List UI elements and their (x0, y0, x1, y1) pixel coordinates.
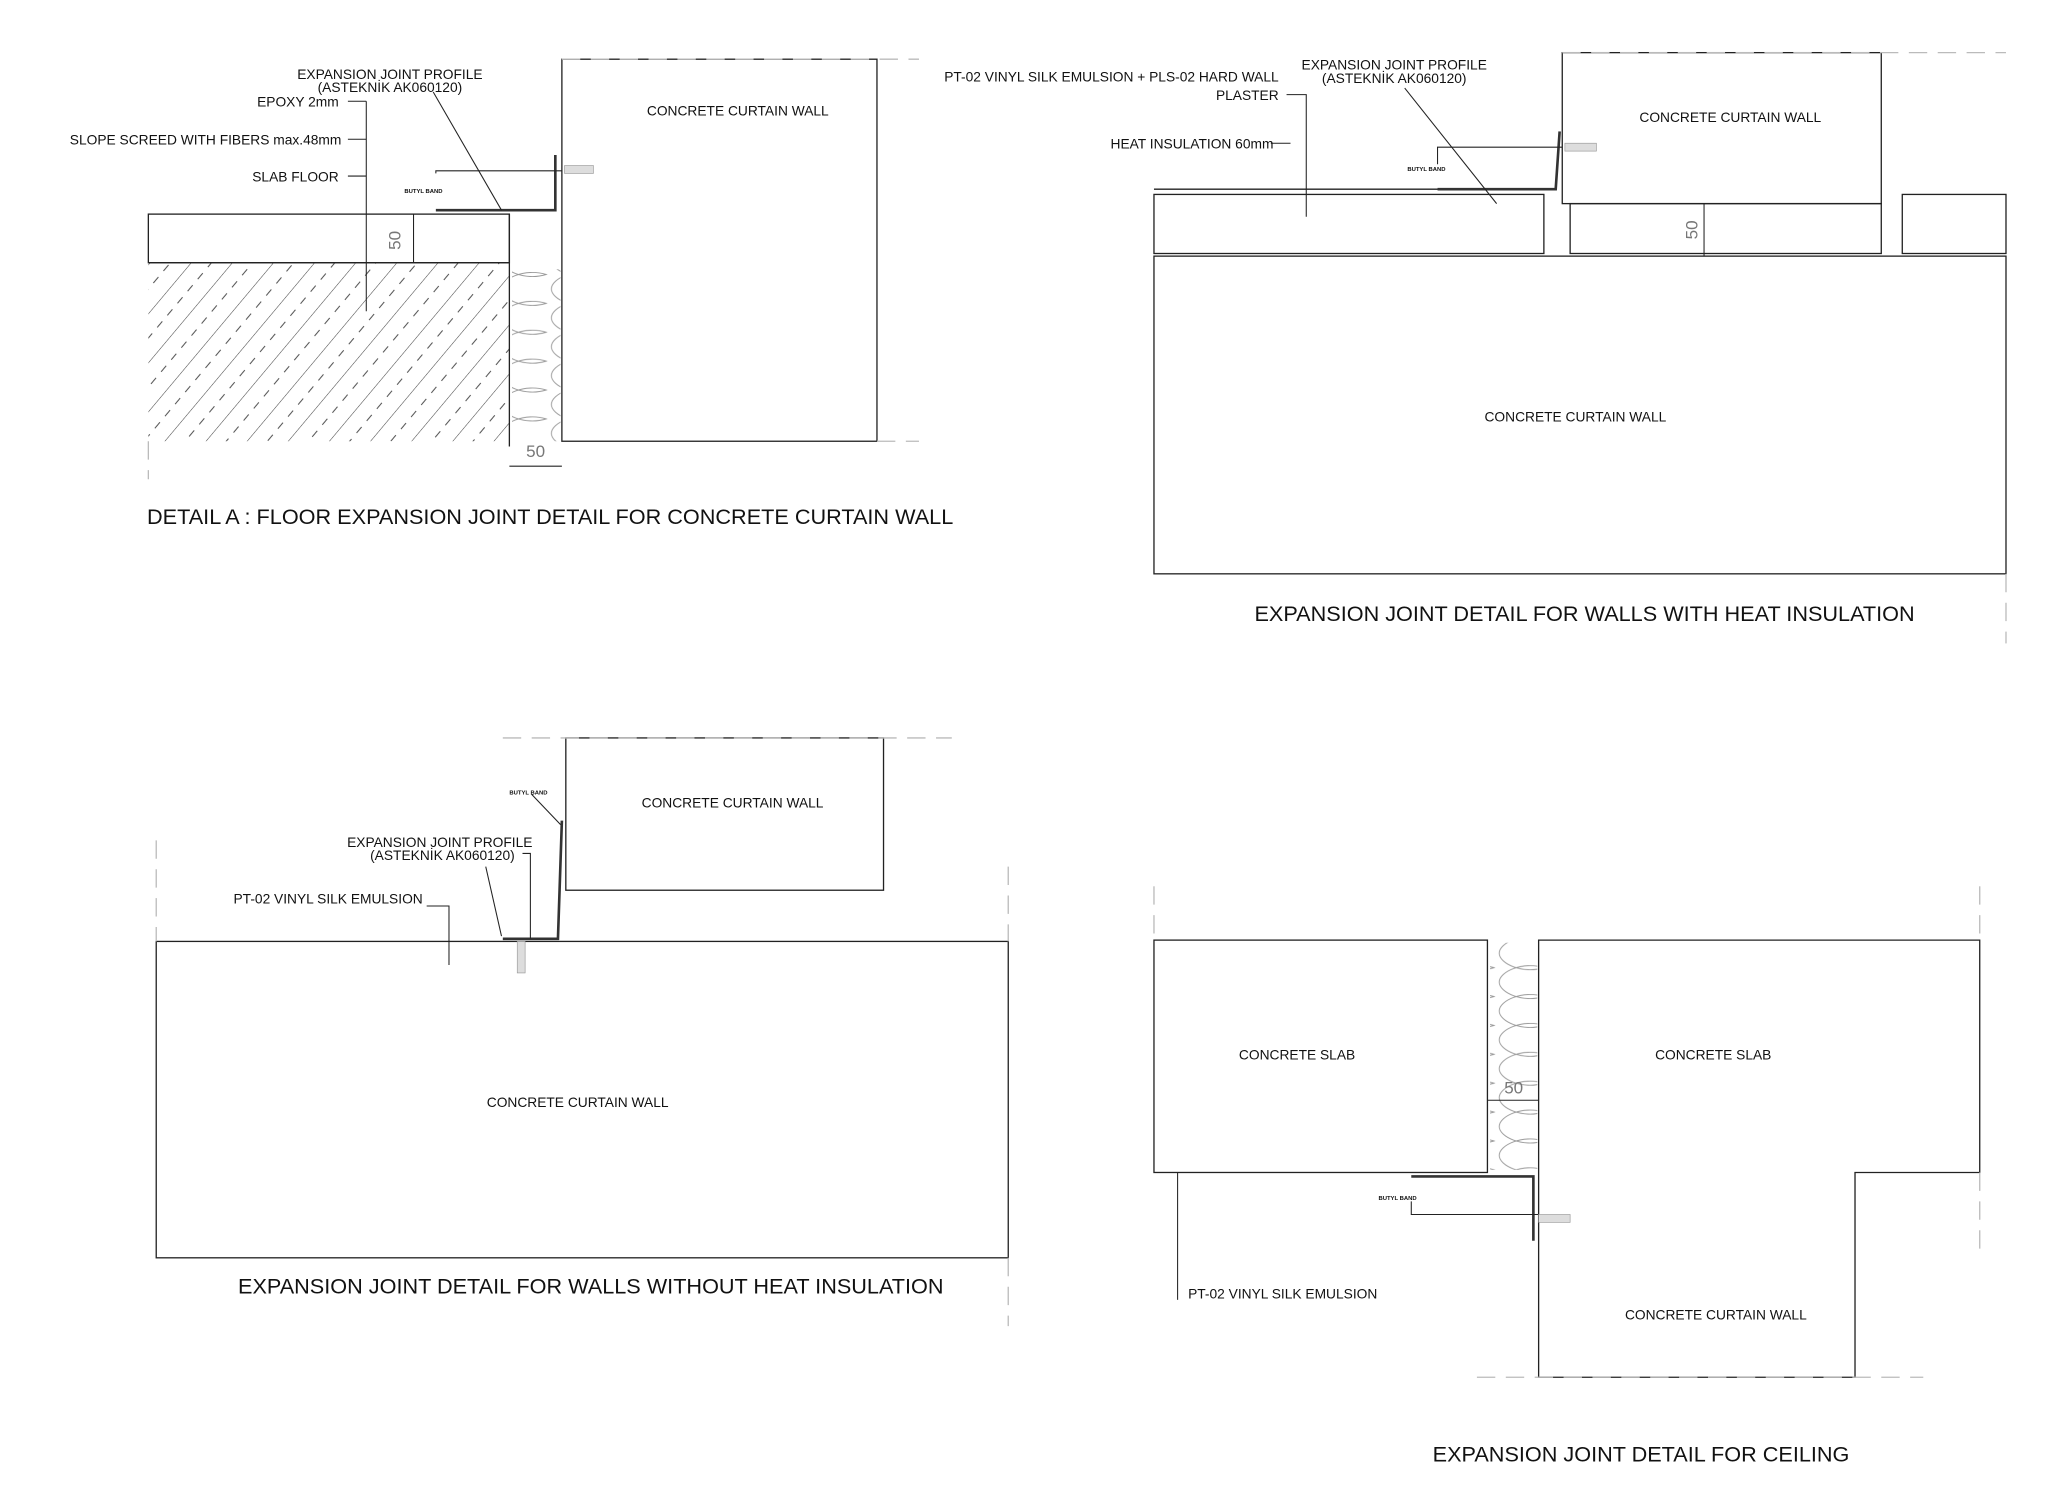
wall-label: CONCRETE CURTAIN WALL (1625, 1308, 1807, 1323)
detail-title: EXPANSION JOINT DETAIL FOR CEILING (1433, 1441, 1850, 1466)
slab-floor (148, 262, 510, 442)
concrete-wall-upper (565, 737, 885, 891)
concrete-wall-lower (155, 940, 1009, 1259)
concrete-slab-left (1153, 939, 1489, 1174)
detail-ceiling-joint: CONCRETE SLAB CONCRETE SLAB CONCRETE CUR… (1153, 886, 1981, 1466)
dimension-gap: 50 (526, 442, 545, 461)
wall-lower-label: CONCRETE CURTAIN WALL (487, 1095, 669, 1110)
finish-label: PT-02 VINYL SILK EMULSION (1188, 1287, 1377, 1302)
butyl-band-label: BUTYL BAND (1407, 167, 1445, 173)
heat-insulation-right (1901, 193, 2007, 255)
screed-label: SLOPE SCREED WITH FIBERS max.48mm (70, 133, 342, 148)
detail-a-floor-joint: EXPANSION JOINT PROFILE (ASTEKNİK AK0601… (70, 58, 953, 529)
detail-title: EXPANSION JOINT DETAIL FOR WALLS WITH HE… (1254, 601, 1914, 626)
slab-left-label: CONCRETE SLAB (1239, 1048, 1355, 1063)
epoxy-label: EPOXY 2mm (257, 94, 339, 109)
profile-code-label: (ASTEKNİK AK060120) (318, 78, 463, 95)
butyl-band-label: BUTYL BAND (1378, 1196, 1416, 1202)
anchor-icon (516, 941, 526, 974)
wall-upper-label: CONCRETE CURTAIN WALL (642, 796, 824, 811)
profile-label: EXPANSION JOINT PROFILE (297, 67, 482, 82)
dimension-screed: 50 (385, 231, 404, 250)
expansion-profile (435, 155, 557, 212)
anchor-icon (1538, 1214, 1571, 1223)
dimension-insulation: 50 (1682, 220, 1701, 239)
dimension-gap: 50 (1504, 1079, 1523, 1098)
wall-lower-label: CONCRETE CURTAIN WALL (1484, 410, 1666, 425)
expansion-profile (502, 820, 564, 941)
finish-label: PT-02 VINYL SILK EMULSION + PLS-02 HARD … (944, 70, 1279, 85)
detail-uninsulated-wall-joint: EXPANSION JOINT PROFILE (ASTEKNİK AK0601… (155, 737, 1009, 1327)
profile-code-label: (ASTEKNİK AK060120) (370, 846, 515, 863)
heat-insulation-left (1153, 193, 1545, 255)
finish-label-cont: PLASTER (1216, 88, 1279, 103)
concrete-wall-upper (1561, 51, 1882, 205)
anchor-icon (1564, 142, 1597, 152)
wall-label: CONCRETE CURTAIN WALL (647, 104, 829, 119)
slab-label: SLAB FLOOR (252, 169, 339, 184)
butyl-band-label: BUTYL BAND (509, 790, 547, 796)
heat-insulation-middle (1569, 202, 1882, 255)
detail-insulated-wall-joint: PT-02 VINYL SILK EMULSION + PLS-02 HARD … (944, 51, 2007, 644)
profile-label: EXPANSION JOINT PROFILE (1302, 58, 1487, 73)
profile-label: EXPANSION JOINT PROFILE (347, 835, 532, 850)
detail-title: DETAIL A : FLOOR EXPANSION JOINT DETAIL … (147, 504, 953, 529)
expansion-profile (1437, 131, 1561, 191)
wall-upper-label: CONCRETE CURTAIN WALL (1639, 110, 1821, 125)
finish-label: PT-02 VINYL SILK EMULSION (234, 891, 423, 906)
slab-right-label: CONCRETE SLAB (1655, 1048, 1771, 1063)
expansion-profile (1411, 1175, 1535, 1241)
joint-insulation (1490, 942, 1538, 1170)
concrete-wall-lower (1153, 255, 2007, 575)
butyl-band-label: BUTYL BAND (404, 189, 442, 195)
detail-title: EXPANSION JOINT DETAIL FOR WALLS WITHOUT… (238, 1273, 944, 1298)
screed-layer (147, 213, 511, 264)
joint-insulation (512, 269, 561, 442)
insulation-label: HEAT INSULATION 60mm (1111, 136, 1274, 151)
anchor-icon (564, 165, 594, 174)
profile-code-label: (ASTEKNİK AK060120) (1322, 69, 1467, 86)
